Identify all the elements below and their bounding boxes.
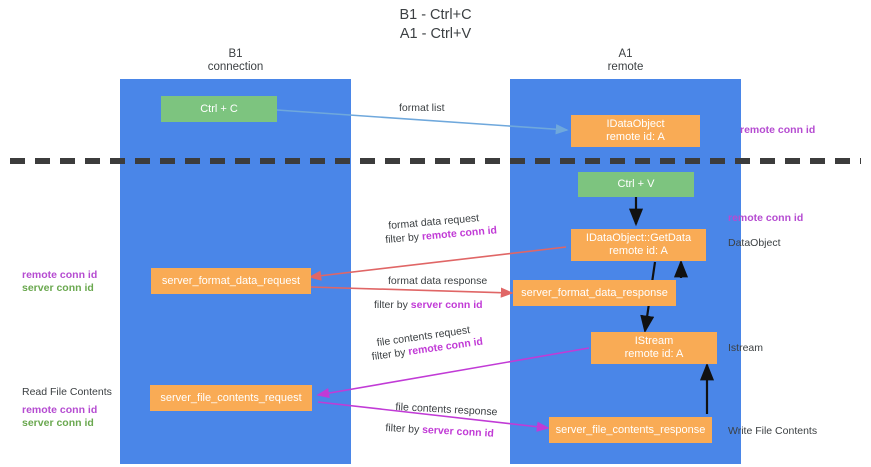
annotation-left-remote-conn-id-2: remote conn id bbox=[22, 404, 98, 416]
annotation-right-remote-conn-id-mid: remote conn id bbox=[728, 212, 804, 224]
annotation-right-istream: Istream bbox=[728, 342, 764, 354]
page-title: B1 - Ctrl+C A1 - Ctrl+V bbox=[399, 7, 472, 42]
annotation-left-server-conn-id: server conn id bbox=[22, 282, 94, 294]
left-column-header: B1 connection bbox=[207, 48, 264, 73]
edge-label-format-list: format list bbox=[399, 102, 445, 114]
node-server-file-contents-response[interactable]: server_file_contents_response bbox=[549, 417, 712, 443]
annotation-right-remote-conn-id-top: remote conn id bbox=[740, 124, 816, 136]
filter-prefix: filter by bbox=[371, 346, 410, 364]
node-idataobject-getdata[interactable]: IDataObject::GetData remote id: A bbox=[571, 229, 706, 261]
edge-label-file-contents-response-text: file contents response bbox=[395, 401, 498, 419]
node-idataobject[interactable]: IDataObject remote id: A bbox=[571, 115, 700, 147]
horizontal-divider bbox=[10, 158, 861, 164]
annotation-right-write-file-contents: Write File Contents bbox=[728, 425, 818, 437]
node-server-format-data-response[interactable]: server_format_data_response bbox=[513, 280, 676, 306]
annotation-right-dataobject: DataObject bbox=[728, 237, 781, 249]
node-ctrl-v[interactable]: Ctrl + V bbox=[578, 172, 694, 197]
edge-label-format-data-response-filter: filter by server conn id bbox=[374, 298, 483, 313]
filter-prefix: filter by bbox=[385, 422, 423, 436]
node-ctrl-c[interactable]: Ctrl + C bbox=[161, 96, 277, 122]
node-istream[interactable]: IStream remote id: A bbox=[591, 332, 717, 364]
filter-server-conn-id: server conn id bbox=[410, 299, 483, 311]
right-column-header: A1 remote bbox=[607, 48, 644, 73]
annotation-left-remote-conn-id: remote conn id bbox=[22, 269, 98, 281]
filter-prefix: filter by bbox=[384, 230, 423, 247]
filter-server-conn-id: server conn id bbox=[421, 423, 495, 440]
filter-prefix: filter by bbox=[374, 299, 411, 311]
node-server-format-data-request[interactable]: server_format_data_request bbox=[151, 268, 311, 294]
annotation-left-read-file-contents: Read File Contents bbox=[22, 386, 112, 398]
edge-label-format-data-response: format data response bbox=[388, 275, 488, 287]
node-server-file-contents-request[interactable]: server_file_contents_request bbox=[150, 385, 312, 411]
annotation-left-server-conn-id-2: server conn id bbox=[22, 417, 94, 429]
